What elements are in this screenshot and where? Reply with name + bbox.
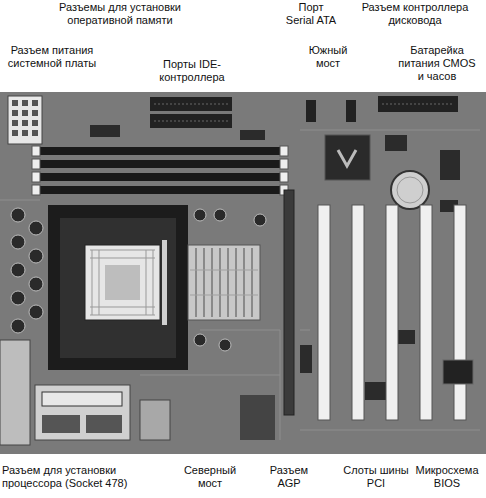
back-panel-ports [0, 340, 275, 445]
pci-slots [318, 205, 466, 420]
part-label: Северный мост [183, 464, 237, 490]
part-label: Разъем питания системной платы [4, 44, 100, 70]
sata-ports [306, 100, 356, 122]
part-label: Разъем AGP [266, 464, 312, 490]
part-label: Слоты шины PCI [341, 464, 411, 490]
north-bridge-heatsink [188, 245, 260, 320]
part-label: Порт Serial ATA [283, 1, 339, 27]
cpu-socket [48, 205, 188, 370]
south-bridge [325, 135, 370, 180]
part-label: Разъем контроллера дисковода [356, 1, 474, 27]
agp-slot [284, 190, 294, 415]
cmos-battery [391, 171, 429, 209]
ide-ports [150, 97, 232, 128]
part-label: Микросхема BIOS [412, 464, 482, 490]
traces [0, 130, 480, 440]
bios-chip [443, 360, 473, 384]
part-label: Порты IDE-контроллера [152, 58, 232, 84]
capacitors [11, 208, 266, 351]
part-label: Разъем для установки процессора (Socket … [2, 464, 134, 490]
floppy-connector [378, 96, 458, 112]
ram-slots [32, 146, 288, 195]
part-label: Южный мост [306, 44, 350, 70]
part-label: Разъемы для установки оперативной памяти [45, 1, 195, 27]
part-label: Батарейка питания CMOS и часов [396, 44, 478, 84]
power-connector [8, 96, 42, 144]
board-pcb [0, 92, 486, 454]
